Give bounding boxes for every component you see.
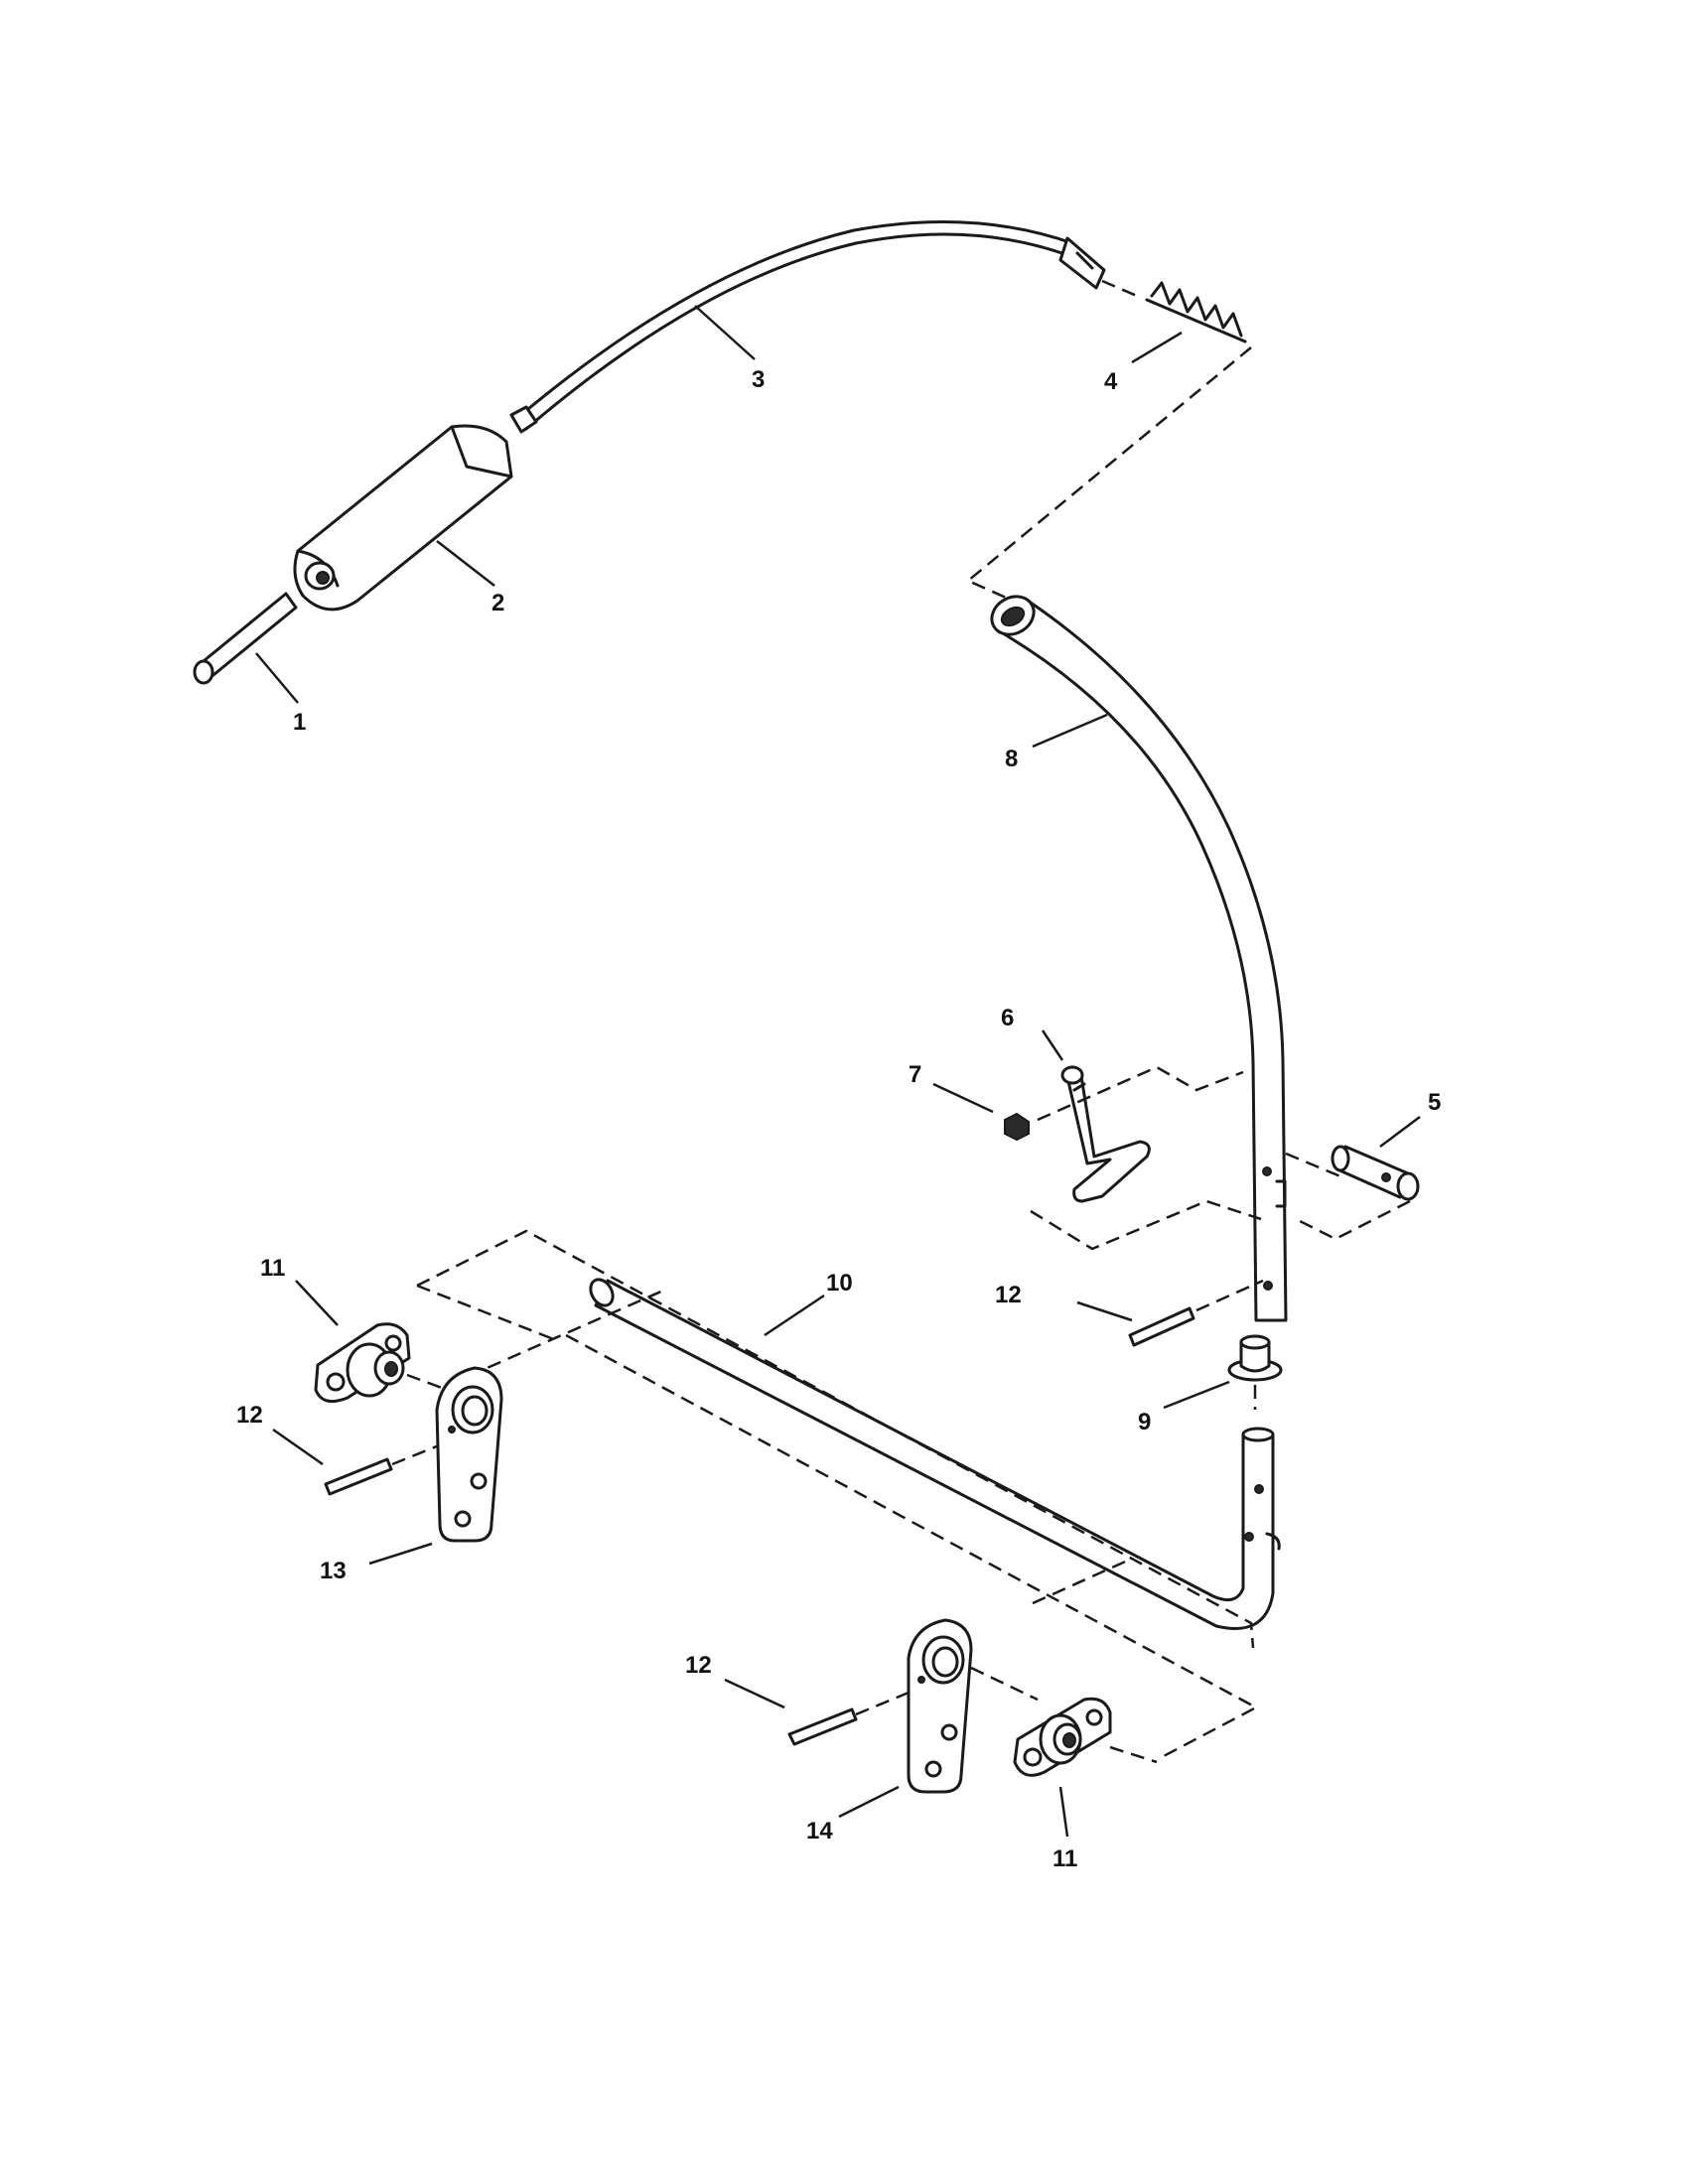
leader-11b	[1058, 1786, 1069, 1838]
callout-3: 3	[752, 366, 765, 393]
leader-9	[1163, 1380, 1230, 1410]
part-11-flange-bearing-lower	[1013, 1697, 1112, 1777]
part-10-control-rod	[589, 1278, 1281, 1631]
callout-4: 4	[1104, 368, 1118, 395]
callout-8: 8	[1005, 746, 1018, 772]
leader-10	[764, 1294, 825, 1337]
part-2-handle-grip	[293, 424, 513, 612]
callout-5: 5	[1428, 1089, 1441, 1116]
callout-1: 1	[293, 709, 306, 736]
callout-14: 14	[806, 1818, 833, 1844]
leader-2	[436, 540, 495, 587]
leader-12a	[1076, 1300, 1133, 1322]
part-1-pin	[193, 592, 298, 685]
leader-4	[1131, 331, 1183, 364]
part-9-bushing	[1227, 1334, 1283, 1382]
leader-6	[1041, 1029, 1064, 1061]
callout-10: 10	[826, 1270, 853, 1297]
leader-7	[932, 1082, 994, 1114]
part-5-clevis-pin	[1331, 1145, 1420, 1201]
part-14-lever-arm-right	[907, 1618, 973, 1794]
assembly-line-clevis	[1285, 1152, 1411, 1241]
callout-11b: 11	[1052, 1845, 1077, 1872]
part-12-roll-pin-left	[324, 1457, 393, 1496]
assembly-line-frame-top	[416, 1229, 1255, 1649]
part-11-flange-bearing-upper	[314, 1322, 411, 1404]
leader-5	[1379, 1116, 1421, 1148]
leader-13	[368, 1542, 433, 1566]
leader-8	[1032, 713, 1108, 749]
callout-6: 6	[1001, 1005, 1014, 1031]
part-6-latch-rod	[1060, 1065, 1151, 1203]
assembly-line-lever-lower	[1032, 1557, 1133, 1605]
assembly-line-pin-lower	[855, 1691, 910, 1716]
callout-11a: 11	[260, 1255, 285, 1282]
part-8-handle-tube	[990, 595, 1288, 1322]
callout-13: 13	[320, 1558, 347, 1584]
part-4-spring	[1145, 281, 1247, 343]
assembly-line-bearing-lower	[970, 1666, 1158, 1764]
assembly-line-frame-bottom	[565, 1333, 1259, 1759]
part-12-roll-pin-lower	[787, 1707, 858, 1746]
leader-11a	[295, 1280, 339, 1326]
part-12-roll-pin-upper	[1128, 1306, 1195, 1347]
callout-7: 7	[909, 1061, 921, 1088]
assembly-line-frame-left	[416, 1284, 557, 1342]
assembly-line-latch-bottom	[1030, 1199, 1262, 1251]
leader-1	[255, 652, 299, 704]
assembly-line-bearing-upper	[406, 1289, 664, 1390]
callout-9: 9	[1138, 1409, 1151, 1435]
callout-12c: 12	[685, 1652, 712, 1679]
leader-12b	[272, 1428, 324, 1466]
leader-12c	[724, 1678, 785, 1709]
assembly-line-spring-to-tube	[965, 346, 1252, 603]
callout-12a: 12	[995, 1282, 1022, 1308]
callout-2: 2	[491, 590, 504, 616]
part-7-nut	[1004, 1112, 1030, 1142]
part-3-control-cable	[509, 220, 1138, 434]
part-13-lever-arm-left	[435, 1366, 503, 1543]
leader-3	[694, 305, 756, 360]
leader-14	[838, 1785, 900, 1819]
assembly-line-pin-upper	[1195, 1279, 1264, 1312]
callout-12b: 12	[236, 1402, 263, 1429]
assembly-line-latch-top	[1037, 1065, 1244, 1122]
